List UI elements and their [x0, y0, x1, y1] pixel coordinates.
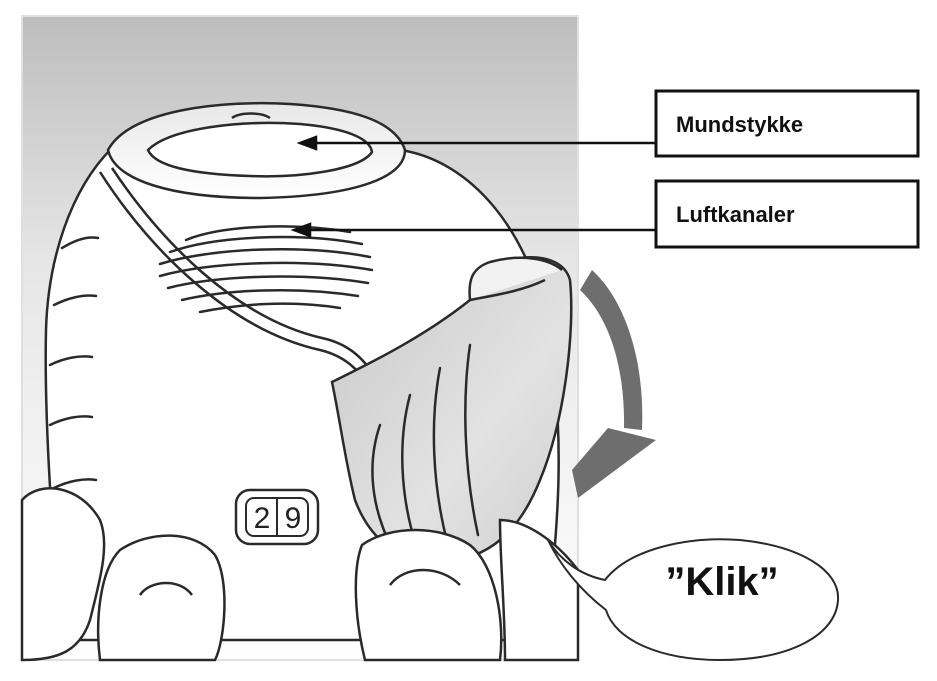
rotation-arrow-icon [572, 270, 656, 498]
cover [330, 256, 573, 564]
click-sound-text: ”Klik” [665, 560, 778, 604]
hand-left [20, 487, 226, 662]
label-air-channels: Luftkanaler [654, 179, 920, 249]
grip-ridges [48, 236, 100, 490]
counter-tens: 2 [254, 502, 271, 535]
mouthpiece [106, 101, 407, 200]
front-cowl [98, 167, 382, 393]
label-air-channels-text: Luftkanaler [676, 202, 795, 227]
dose-counter: 2 9 [234, 488, 320, 546]
click-speech-bubble: ”Klik” [547, 538, 840, 662]
label-mouthpiece-text: Mundstykke [676, 112, 803, 137]
counter-units: 9 [285, 502, 302, 535]
label-mouthpiece: Mundstykke [654, 89, 920, 158]
leader-lines [290, 135, 656, 238]
